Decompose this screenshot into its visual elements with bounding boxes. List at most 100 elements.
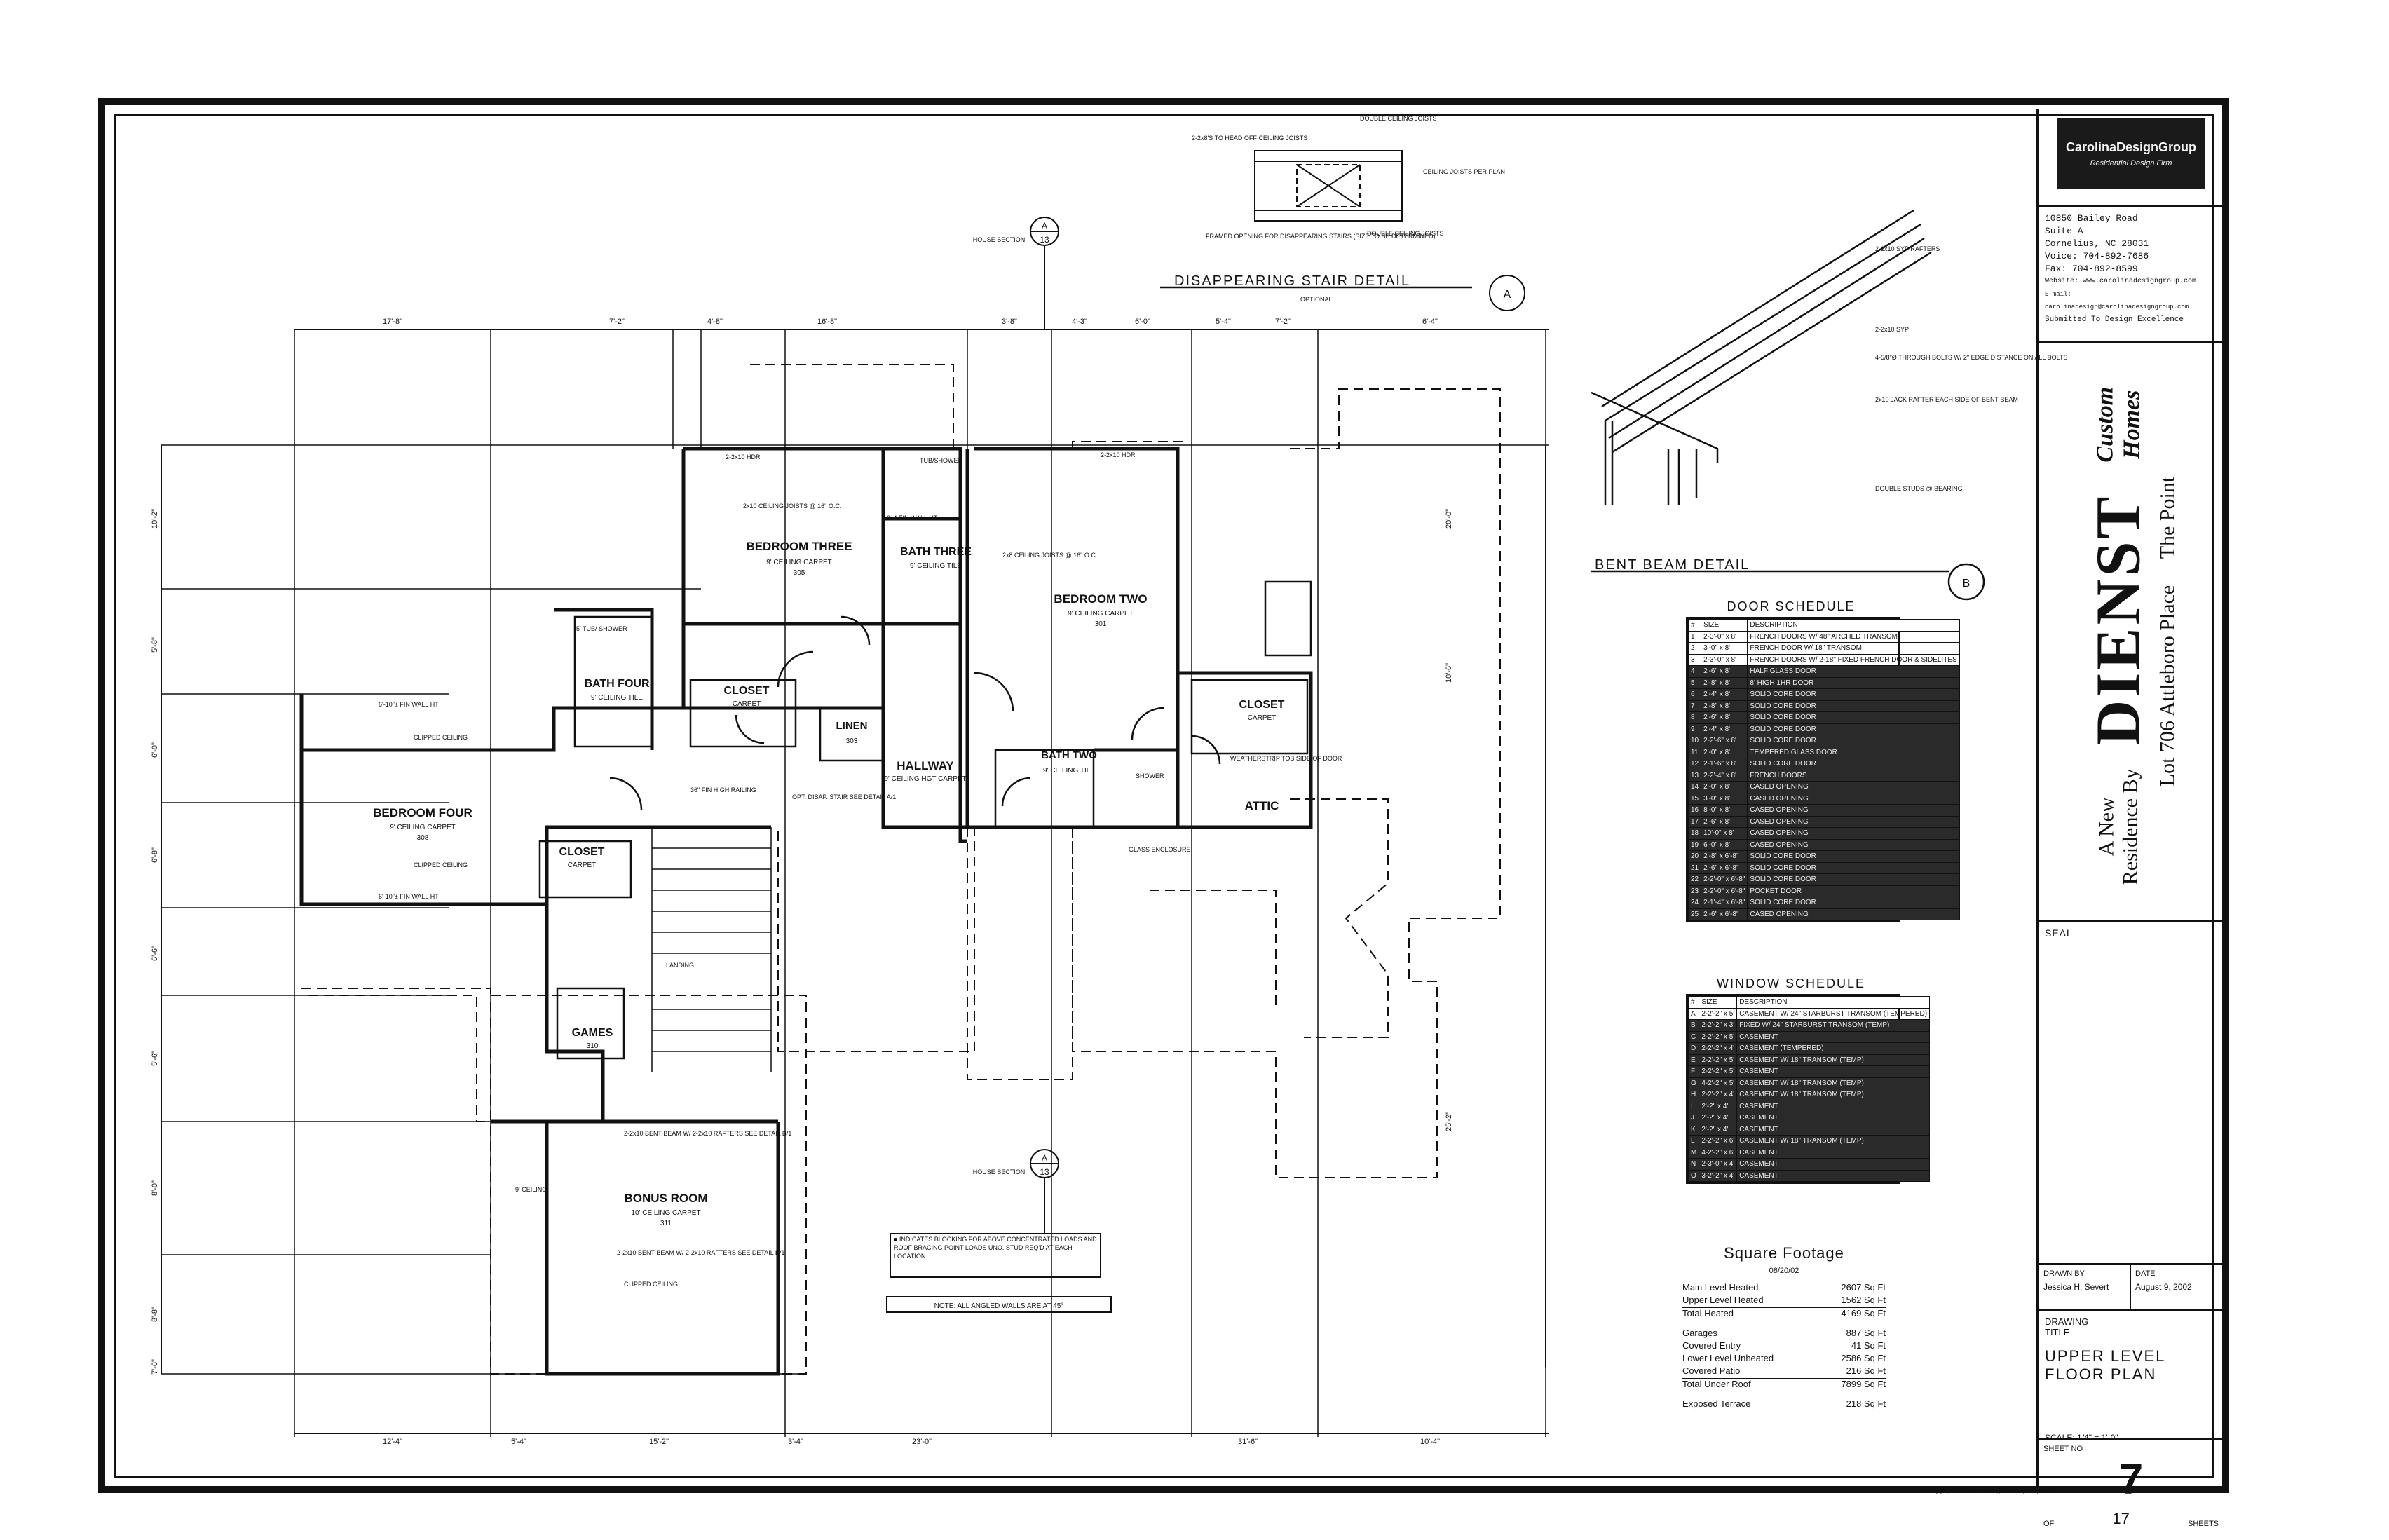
room-bath-three-sub: 9' CEILING TILE — [910, 562, 962, 570]
room-closet-306: CLOSET — [724, 685, 770, 697]
dimension-label: 10'-2" — [151, 509, 159, 529]
room-bath-three: BATH THREE — [900, 546, 972, 558]
sqft-label: Total Heated — [1682, 1308, 1734, 1318]
beam-detail-tag: B — [1963, 578, 1971, 590]
plan-note: 2-2x10 HDR — [726, 454, 761, 461]
schedule-cell: SOLID CORE DOOR — [1747, 723, 1960, 735]
schedule-cell: F — [1687, 1065, 1700, 1078]
room-bedroom-two-sub: 9' CEILING CARPET — [1068, 610, 1134, 618]
dimension-label: 7'-2" — [1275, 318, 1291, 326]
sqft-value: 2607 Sq Ft — [1841, 1282, 1886, 1293]
schedule-cell: HALF GLASS DOOR — [1747, 665, 1960, 678]
firm-address-2: Suite A — [2045, 226, 2083, 236]
schedule-header-cell: SIZE — [1701, 619, 1748, 632]
schedule-cell: CASEMENT — [1736, 1112, 1931, 1124]
dimension-label: 8'-0" — [151, 1180, 159, 1196]
schedule-cell: 13 — [1687, 769, 1702, 782]
angled-walls-note: NOTE: ALL ANGLED WALLS ARE AT 45° — [934, 1302, 1064, 1310]
dimension-label: 3'-4" — [788, 1438, 803, 1446]
dimension-label: 7'-2" — [609, 318, 625, 326]
firm-email: E-mail: carolinadesign@carolinadesigngro… — [2045, 291, 2189, 311]
schedule-cell: 2'-8" x 6'-8" — [1701, 850, 1748, 863]
sqft-value: 218 Sq Ft — [1846, 1398, 1886, 1409]
drawing-title-1: UPPER LEVEL — [2045, 1347, 2166, 1365]
schedule-cell: 2 — [1687, 642, 1702, 655]
room-bath-two: BATH TWO — [1041, 749, 1097, 761]
room-bedroom-two: BEDROOM TWO — [1054, 592, 1147, 606]
schedule-cell: 12 — [1687, 758, 1702, 770]
schedule-cell: 2-2'-2" x 6' — [1699, 1135, 1738, 1147]
project-line1: A New Residence By — [2095, 768, 2142, 885]
drawing-sheet-border — [98, 98, 2229, 1493]
schedule-cell: 3'-0" x 8' — [1701, 792, 1748, 805]
room-games-tag: 310 — [587, 1042, 599, 1050]
schedule-cell: 20 — [1687, 850, 1702, 863]
plan-note: 6'-10"± FIN WALL HT — [379, 701, 439, 708]
schedule-cell: CASEMENT W/ 18" TRANSOM (TEMP) — [1736, 1135, 1931, 1147]
window-schedule-title: WINDOW SCHEDULE — [1716, 976, 1865, 990]
schedule-cell: 1 — [1687, 630, 1702, 643]
stair-note: 2-2x8'S TO HEAD OFF CEILING JOISTS — [1192, 135, 1307, 142]
of-label: OF — [2043, 1520, 2055, 1528]
stair-note: FRAMED OPENING FOR DISAPPEARING STAIRS (… — [1206, 233, 1436, 240]
schedule-cell: A — [1687, 1007, 1700, 1020]
beam-note: 2x10 JACK RAFTER EACH SIDE OF BENT BEAM — [1875, 396, 2018, 403]
plan-note: 36" FIN HIGH RAILING — [690, 786, 756, 793]
room-bonus-room-sub: 10' CEILING CARPET — [631, 1209, 700, 1217]
room-linen: LINEN — [836, 720, 868, 732]
plan-note: CLIPPED CEILING — [624, 1281, 678, 1288]
schedule-cell: FRENCH DOOR W/ 18" TRANSOM — [1747, 642, 1960, 655]
dimension-label: 15'-2" — [649, 1438, 669, 1446]
schedule-cell: N — [1687, 1158, 1700, 1171]
firm-address-1: 10850 Bailey Road — [2045, 213, 2138, 224]
schedule-cell: 7 — [1687, 700, 1702, 712]
sqft-date: 08/20/02 — [1769, 1267, 1799, 1275]
stair-optional: OPTIONAL — [1300, 296, 1333, 303]
schedule-cell: O — [1687, 1169, 1700, 1182]
room-bath-two-sub: 9' CEILING TILE — [1043, 767, 1095, 775]
schedule-cell: CASEMENT W/ 18" TRANSOM (TEMP) — [1736, 1077, 1931, 1089]
room-closet-306-sub: CARPET — [733, 700, 761, 708]
schedule-cell: CASEMENT — [1736, 1146, 1931, 1159]
schedule-cell: 9 — [1687, 723, 1702, 735]
firm-name: CarolinaDesignGroup — [2065, 139, 2197, 154]
schedule-cell: M — [1687, 1146, 1700, 1159]
firm-fax: Fax: 704-892-8599 — [2045, 264, 2138, 274]
sqft-value: 4169 Sq Ft — [1841, 1308, 1886, 1318]
schedule-cell: 2-2'-2" x 4' — [1699, 1089, 1738, 1101]
room-hallway: HALLWAY — [897, 759, 954, 772]
scale: SCALE: 1/4" = 1'-0" — [2045, 1433, 2118, 1443]
dimension-label: 4'-8" — [707, 318, 723, 326]
schedule-cell: 2'-2" x 4' — [1699, 1112, 1738, 1124]
schedule-cell: D — [1687, 1042, 1700, 1055]
schedule-cell: 2'-8" x 8' — [1701, 700, 1748, 712]
dimension-label: 3'-8" — [1002, 318, 1017, 326]
schedule-cell: FIXED W/ 24" STARBURST TRANSOM (TEMP) — [1736, 1019, 1931, 1032]
plan-note: SHOWER — [1136, 772, 1164, 779]
schedule-cell: SOLID CORE DOOR — [1747, 711, 1960, 724]
schedule-cell: CASED OPENING — [1747, 781, 1960, 793]
stair-note: DOUBLE CEILING JOISTS — [1360, 115, 1437, 122]
schedule-header-cell: # — [1687, 996, 1700, 1009]
beam-note: 4-5/8"Ø THROUGH BOLTS W/ 2" EDGE DISTANC… — [1875, 354, 2067, 361]
schedule-cell: 2-2'-2" x 5' — [1699, 1007, 1738, 1020]
schedule-cell: POCKET DOOR — [1747, 885, 1960, 897]
dimension-label: 6'-0" — [1135, 318, 1150, 326]
section-tag-top: A — [1042, 221, 1047, 231]
sqft-value: 2586 Sq Ft — [1841, 1353, 1886, 1363]
schedule-cell: 2-2'-6" x 8' — [1701, 735, 1748, 747]
schedule-cell: 10 — [1687, 735, 1702, 747]
plan-note: 2-2x10 BENT BEAM W/ 2-2x10 RAFTERS SEE D… — [617, 1249, 784, 1256]
schedule-cell: SOLID CORE DOOR — [1747, 850, 1960, 863]
schedule-cell: CASEMENT — [1736, 1169, 1931, 1182]
plan-note: OPT. DISAP. STAIR SEE DETAIL A/1 — [792, 793, 896, 800]
